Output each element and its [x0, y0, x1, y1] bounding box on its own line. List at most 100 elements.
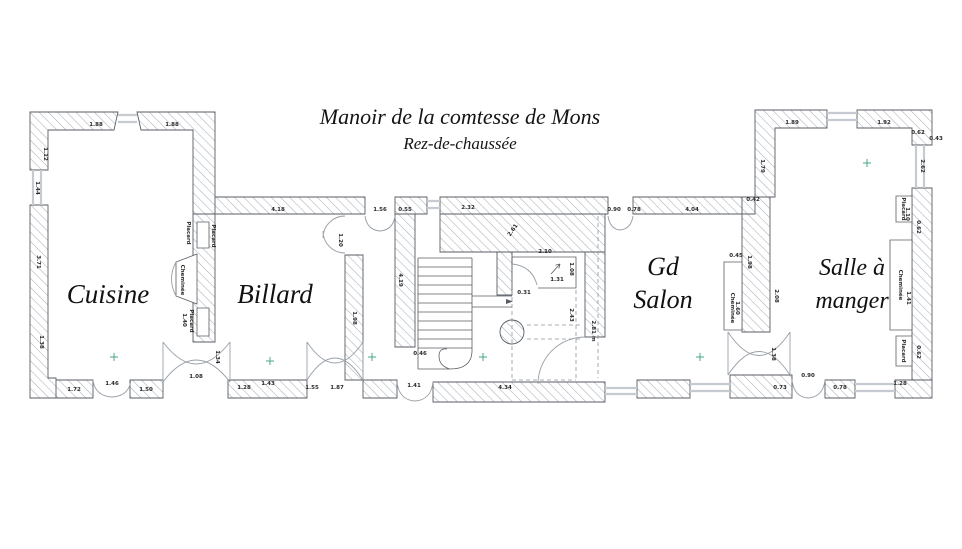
dimension-label: 1.98	[351, 311, 357, 325]
casement-window	[162, 341, 231, 383]
dimension-label: 0.78	[627, 207, 641, 213]
window	[427, 199, 440, 210]
room-label: Gd	[647, 252, 680, 281]
center-marker	[479, 353, 487, 361]
room-label: manger	[815, 288, 889, 314]
dimension-label: 0.31	[517, 290, 531, 296]
door-swing	[511, 263, 538, 286]
feature-label: Placard	[900, 339, 906, 362]
window	[690, 382, 730, 393]
fireplace-niche	[889, 239, 913, 331]
window	[31, 170, 43, 205]
stair-direction-arrow	[506, 299, 513, 304]
dimension-label: 1.28	[237, 385, 251, 391]
room-label: Cuisine	[67, 279, 150, 309]
dimension-label: 1.89	[785, 120, 799, 126]
room-label: Salle à	[819, 255, 885, 281]
dimension-label: 0.78	[833, 385, 847, 391]
dimension-label: 0.62	[915, 345, 921, 359]
small-room	[511, 256, 577, 289]
dimension-label: 1.60	[734, 301, 740, 315]
dimension-label: 4.18	[271, 207, 285, 213]
room-label: Salon	[633, 285, 692, 314]
dimension-label: 1.56	[373, 207, 387, 213]
dimension-label: 0.45	[729, 253, 743, 259]
fireplace-niche	[723, 261, 743, 331]
dimension-label: 1.79	[759, 159, 765, 173]
dimension-label: 1.92	[877, 120, 891, 126]
dimension-label: 2.81 m	[590, 320, 596, 341]
dimension-label: 2.43	[568, 308, 574, 322]
dimension-label: 1.28	[893, 381, 907, 387]
double-door	[396, 381, 434, 402]
room-label: Billard	[237, 279, 313, 309]
dimension-label: 2.32	[461, 205, 475, 211]
center-marker	[110, 353, 118, 361]
dimension-label: 2.62	[919, 159, 925, 173]
feature-label: Cheminée	[897, 270, 904, 301]
walls	[29, 109, 933, 403]
center-marker	[863, 159, 871, 167]
feature-label: Placard	[900, 197, 906, 220]
dimension-label: 3.71	[35, 255, 41, 269]
dimension-label: 0.90	[607, 207, 621, 213]
dimension-label: 4.04	[685, 207, 699, 213]
window	[118, 113, 137, 124]
double-door	[607, 215, 634, 231]
double-door	[92, 379, 132, 398]
dimension-label: 1.46	[105, 381, 119, 387]
double-door	[322, 215, 346, 254]
plan-subtitle: Rez-de-chaussée	[402, 134, 517, 153]
dimension-label: 1.20	[337, 233, 343, 247]
dimension-label: 1.88	[165, 122, 179, 128]
dimension-label: 0.55	[398, 207, 412, 213]
center-markers	[110, 159, 871, 365]
dimension-label: 4.19	[397, 273, 403, 287]
double-door	[364, 215, 396, 232]
double-door	[791, 379, 826, 399]
dimension-label: 1.50	[139, 387, 153, 393]
closet-niche	[895, 195, 913, 223]
dimension-label: 1.55	[305, 385, 319, 391]
staircase	[417, 257, 513, 370]
dimension-label: 0.62	[915, 220, 921, 234]
dimension-label: 1.40	[181, 313, 187, 327]
center-marker	[368, 353, 376, 361]
dimension-label: 1.31	[550, 277, 564, 283]
dimension-label: 0.46	[413, 351, 427, 357]
dimension-label: 0.62	[911, 130, 925, 136]
dashed-lines	[511, 216, 599, 381]
feature-label: Placard	[185, 221, 191, 244]
dimension-label: 0.90	[801, 373, 815, 379]
dimension-label: 0.42	[746, 197, 760, 203]
window	[914, 145, 926, 188]
fireplace-arc	[171, 261, 177, 297]
dimension-label: 0.43	[929, 136, 943, 142]
casement-windows	[162, 331, 791, 383]
dimension-label: 1.10	[904, 207, 910, 221]
windows	[31, 111, 926, 396]
casement-window	[727, 331, 791, 376]
dimension-label: 1.08	[568, 262, 574, 276]
feature-label: Placard	[188, 309, 194, 332]
niches	[171, 195, 913, 367]
dimension-label: 1.41	[407, 383, 421, 389]
casement-window	[306, 341, 364, 381]
annotation-arrow	[550, 263, 561, 275]
doors	[92, 215, 826, 402]
dimension-label: 1.72	[67, 387, 81, 393]
center-marker	[696, 353, 704, 361]
dimension-label: 1.44	[34, 181, 40, 195]
dimension-label: 1.41	[905, 291, 911, 305]
feature-label: Cheminée	[179, 265, 186, 296]
closet-niche	[196, 221, 210, 249]
closet-niche	[196, 307, 210, 337]
feature-label: Placard	[210, 224, 216, 247]
feature-label: Cheminée	[729, 293, 736, 324]
dimension-label: 1.12	[42, 147, 48, 161]
